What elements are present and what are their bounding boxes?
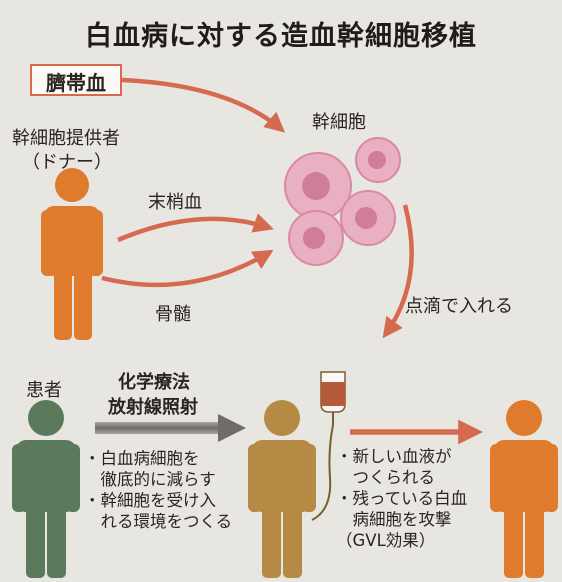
note-line: 徹底的に減らす [84,470,216,489]
note-line: ・幹細胞を受け入 [84,491,216,510]
donor-sublabel: （ドナー） [22,152,112,173]
bone-marrow-arrow [101,249,274,288]
recovered-figure [490,400,558,578]
treatment-arrow [95,414,246,442]
drip-arrow [382,204,414,339]
pre-transplant-notes: ・白血病細胞を 徹底的に減らす ・幹細胞を受け入 れる環境をつくる [84,448,232,532]
iv-drip [311,371,346,521]
cord-blood-arrow [121,77,286,133]
stem-cell [288,210,344,266]
treatment-line2: 放射線照射 [108,397,198,418]
note-line: ・残っている白血 [336,489,468,508]
patient-label: 患者 [26,380,62,401]
stem-cell [355,137,401,183]
stem-cell-cluster [284,137,401,266]
stem-cell [284,152,352,220]
post-transplant-notes: ・新しい血液が つくられる ・残っている白血 病細胞を攻撃 （GVL効果） [336,446,467,551]
treatment-line1: 化学療法 [118,372,190,393]
donor-figure [41,168,103,340]
patient-figure [12,400,80,578]
diagram-title: 白血病に対する造血幹細胞移植 [85,21,477,52]
drip-label: 点滴で入れる [405,296,513,317]
stem-cell [340,190,396,246]
stem-cells-label: 幹細胞 [312,112,366,133]
cord-blood-label: 臍帯血 [46,71,106,95]
bone-marrow-label: 骨髄 [155,304,191,325]
note-line: ・白血病細胞を [84,449,200,468]
note-line: れる環境をつくる [84,512,233,531]
note-line: （GVL効果） [336,531,436,550]
note-line: ・新しい血液が [336,447,452,466]
recipient-figure [248,400,316,578]
cord-blood-box [30,64,122,96]
donor-label: 幹細胞提供者 [12,128,120,149]
peripheral-blood-label: 末梢血 [148,192,202,213]
note-line: 病細胞を攻撃 [336,510,452,529]
note-line: つくられる [336,468,436,487]
peripheral-blood-arrow [117,213,274,243]
